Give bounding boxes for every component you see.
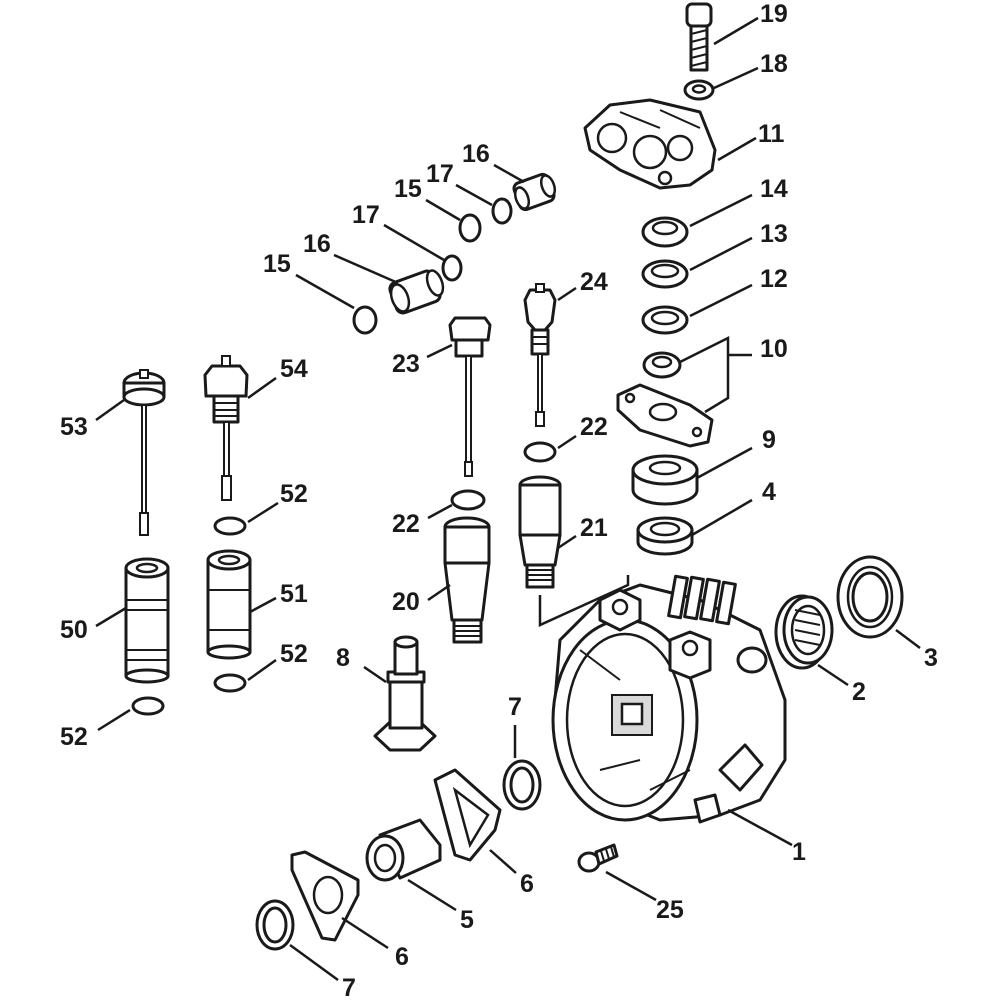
callout-54: 54 — [280, 355, 308, 383]
part-24-probe — [523, 283, 557, 427]
part-22-oring-upper — [523, 441, 557, 463]
callout-7: 7 — [342, 974, 356, 1000]
callout-1: 1 — [792, 838, 806, 866]
part-21-fitting — [518, 475, 562, 589]
part-53-sensor — [122, 369, 166, 536]
leader-lines — [95, 16, 921, 982]
callout-3: 3 — [924, 644, 938, 672]
callout-14: 14 — [760, 175, 788, 203]
callout-17: 17 — [352, 201, 380, 229]
part-51-sleeve — [206, 549, 252, 660]
callout-18: 18 — [760, 50, 788, 78]
part-23-probe — [448, 316, 492, 477]
part-6-plate-lower — [290, 850, 360, 942]
callout-9: 9 — [762, 426, 776, 454]
callout-25: 25 — [656, 896, 684, 924]
part-7-retaining-ring-upper — [502, 759, 542, 811]
part-8-plunger — [373, 635, 437, 752]
callout-16: 16 — [303, 230, 331, 258]
callout-21: 21 — [580, 514, 608, 542]
callout-10: 10 — [760, 335, 788, 363]
part-22-oring-lower — [450, 489, 486, 511]
callout-11: 11 — [758, 120, 785, 148]
part-4-ring — [636, 516, 694, 556]
callout-8: 8 — [336, 644, 350, 672]
part-52-oring-b — [213, 673, 247, 693]
callout-7: 7 — [508, 693, 522, 721]
callout-52: 52 — [280, 640, 308, 668]
callout-12: 12 — [760, 265, 788, 293]
callout-13: 13 — [760, 220, 788, 248]
part-54-sensor — [203, 355, 249, 501]
callout-20: 20 — [392, 588, 420, 616]
callout-6: 6 — [395, 943, 409, 971]
part-13-ring — [641, 259, 689, 289]
part-11-valve-housing — [583, 98, 717, 190]
part-6-plate-upper — [433, 768, 502, 862]
callout-50: 50 — [60, 616, 88, 644]
callout-22: 22 — [392, 510, 420, 538]
callout-52: 52 — [60, 723, 88, 751]
assembly-connector-line — [538, 575, 630, 627]
part-50-sleeve — [124, 557, 170, 684]
part-5-bushing — [365, 818, 442, 882]
callout-15: 15 — [263, 250, 291, 278]
part-9-ring — [631, 454, 699, 506]
part-18-washer — [683, 79, 715, 101]
part-7-retaining-ring-lower — [255, 899, 295, 951]
part-17-oring-lower — [441, 254, 463, 282]
callout-53: 53 — [60, 413, 88, 441]
callout-17: 17 — [426, 160, 454, 188]
part-25-screw — [577, 843, 619, 873]
part-15-oring-lower — [352, 305, 378, 335]
callout-23: 23 — [392, 350, 420, 378]
part-16-valve-upper — [512, 172, 557, 212]
callout-15: 15 — [394, 175, 422, 203]
callout-16: 16 — [462, 140, 490, 168]
callout-4: 4 — [762, 478, 776, 506]
part-14-seal — [641, 216, 689, 248]
part-2-needle-bearing — [774, 594, 834, 670]
callout-24: 24 — [580, 268, 608, 296]
part-52-oring-c — [131, 696, 165, 716]
callout-51: 51 — [280, 580, 308, 608]
part-20-fitting — [443, 516, 491, 644]
part-10-seal-set — [616, 351, 714, 448]
callout-2: 2 — [852, 678, 866, 706]
part-15-oring-upper — [458, 213, 482, 243]
callout-19: 19 — [760, 0, 788, 28]
callout-6: 6 — [520, 870, 534, 898]
part-1-housing — [551, 574, 787, 824]
callout-labels: 19 18 11 16 17 15 17 16 15 14 13 12 24 2… — [60, 0, 938, 1000]
callout-22: 22 — [580, 413, 608, 441]
callout-5: 5 — [460, 906, 474, 934]
part-52-oring-a — [213, 516, 247, 536]
part-12-ring — [641, 305, 689, 335]
part-16-valve-lower — [388, 269, 445, 315]
callout-52: 52 — [280, 480, 308, 508]
part-17-oring-upper — [491, 197, 513, 225]
part-3-shaft-seal — [836, 555, 904, 639]
part-10-bracket — [679, 335, 730, 414]
part-19-bolt — [685, 2, 713, 72]
